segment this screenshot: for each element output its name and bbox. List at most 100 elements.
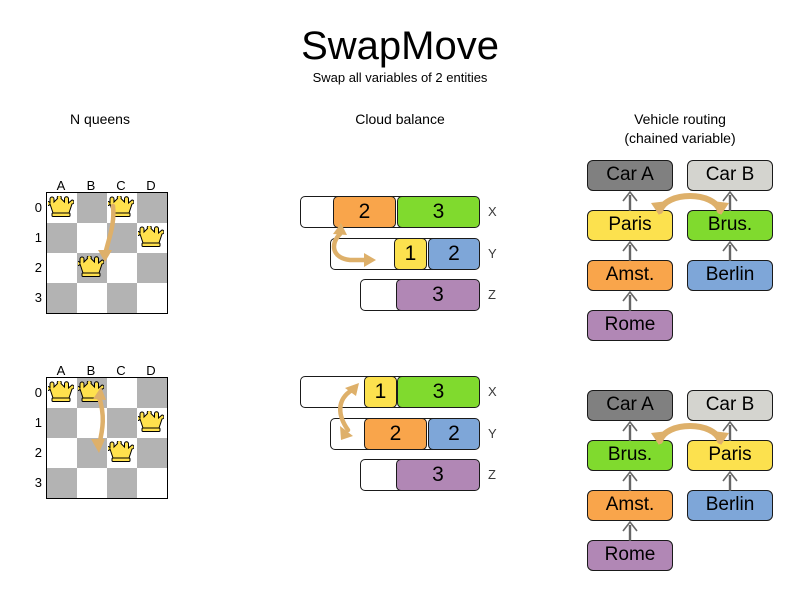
file-label: D [146,178,156,193]
chain-arrow-icon [622,290,638,311]
queen-icon-A0 [48,196,74,217]
vrp-vehicle-car-a[interactable]: Car A [587,390,673,421]
vrp-stop-berlin[interactable]: Berlin [687,260,773,291]
board-cell-D2[interactable] [137,253,167,283]
chain-arrow-icon [722,420,738,441]
cloud-chip[interactable]: 3 [396,458,480,491]
page-subtitle: Swap all variables of 2 entities [312,70,488,85]
file-label: C [116,363,126,378]
rank-label: 1 [34,415,42,430]
cloud-row-label-X: X [488,204,497,219]
vrp-stop-brussels[interactable]: Brus. [687,210,773,241]
board-cell-A1[interactable] [47,408,77,438]
cloud-row-label-Y: Y [488,426,497,441]
column-heading-cloud-balance: Cloud balance [355,111,445,127]
vrp-vehicle-car-a[interactable]: Car A [587,160,673,191]
cloud-row-X[interactable]: 1 3 [300,375,480,408]
rank-label: 3 [34,290,42,305]
vrp-stop-brussels[interactable]: Brus. [587,440,673,471]
board-cell-D3[interactable] [137,283,167,313]
queen-icon-D1 [138,411,164,432]
queen-icon-B0 [78,381,104,402]
queen-icon-C0 [108,196,134,217]
chain-arrow-icon [622,470,638,491]
rank-label: 0 [34,385,42,400]
queen-icon-A0 [48,381,74,402]
cloud-row-Y[interactable]: 1 2 [330,237,480,270]
cloud-row-label-Y: Y [488,246,497,261]
board-cell-B2[interactable] [77,438,107,468]
rank-label: 0 [34,200,42,215]
chain-arrow-icon [622,520,638,541]
board-cell-C3[interactable] [107,283,137,313]
chain-arrow-icon [622,420,638,441]
file-label: D [146,363,156,378]
cloud-chip[interactable]: 2 [333,195,396,228]
file-label: B [86,363,96,378]
board-cell-D2[interactable] [137,438,167,468]
cloud-chip[interactable]: 3 [397,195,480,228]
chain-arrow-icon [722,190,738,211]
queen-icon-B2 [78,256,104,277]
cloud-chip[interactable]: 1 [394,237,427,270]
file-label: C [116,178,126,193]
cloud-row-label-Z: Z [488,467,496,482]
rank-label: 1 [34,230,42,245]
queen-icon-D1 [138,226,164,247]
cloud-row-Z[interactable]: 3 [360,278,480,311]
vrp-stop-rome[interactable]: Rome [587,540,673,571]
vrp-vehicle-car-b[interactable]: Car B [687,390,773,421]
cloud-row-label-X: X [488,384,497,399]
vrp-vehicle-car-b[interactable]: Car B [687,160,773,191]
cloud-row-label-Z: Z [488,287,496,302]
board-cell-B0[interactable] [77,193,107,223]
board-cell-D0[interactable] [137,193,167,223]
cloud-row-X[interactable]: 2 3 [300,195,480,228]
chess-board-after[interactable] [46,377,168,499]
chain-arrow-icon [622,240,638,261]
cloud-chip[interactable]: 1 [364,375,397,408]
cloud-row-Z[interactable]: 3 [360,458,480,491]
rank-label: 2 [34,445,42,460]
file-label: A [56,363,66,378]
column-heading-vehicle-routing-line1: Vehicle routing [634,111,726,127]
board-cell-A3[interactable] [47,283,77,313]
board-cell-A1[interactable] [47,223,77,253]
board-cell-D0[interactable] [137,378,167,408]
file-label: B [86,178,96,193]
vrp-stop-paris[interactable]: Paris [587,210,673,241]
cloud-chip[interactable]: 3 [396,278,480,311]
rank-label: 2 [34,260,42,275]
cloud-chip[interactable]: 2 [364,417,427,450]
vrp-stop-rome[interactable]: Rome [587,310,673,341]
chain-arrow-icon [722,240,738,261]
vrp-stop-berlin[interactable]: Berlin [687,490,773,521]
column-heading-vehicle-routing-line2: (chained variable) [624,130,736,146]
vrp-stop-amsterdam[interactable]: Amst. [587,260,673,291]
chain-arrow-icon [722,470,738,491]
column-heading-n-queens: N queens [70,111,130,127]
rank-label: 3 [34,475,42,490]
cloud-chip[interactable]: 2 [428,237,480,270]
board-cell-C0[interactable] [107,378,137,408]
board-cell-B1[interactable] [77,223,107,253]
board-cell-D3[interactable] [137,468,167,498]
vrp-stop-amsterdam[interactable]: Amst. [587,490,673,521]
board-cell-B1[interactable] [77,408,107,438]
file-label: A [56,178,66,193]
cloud-chip[interactable]: 3 [397,375,480,408]
board-cell-A2[interactable] [47,438,77,468]
cloud-chip[interactable]: 2 [428,417,480,450]
vrp-stop-paris[interactable]: Paris [687,440,773,471]
board-cell-C3[interactable] [107,468,137,498]
board-cell-B3[interactable] [77,468,107,498]
board-cell-B3[interactable] [77,283,107,313]
board-cell-A2[interactable] [47,253,77,283]
queen-icon-C2 [108,441,134,462]
page-title: SwapMove [301,24,499,68]
board-cell-A3[interactable] [47,468,77,498]
board-cell-C1[interactable] [107,408,137,438]
board-cell-C2[interactable] [107,253,137,283]
board-cell-C1[interactable] [107,223,137,253]
cloud-row-Y[interactable]: 2 2 [330,417,480,450]
